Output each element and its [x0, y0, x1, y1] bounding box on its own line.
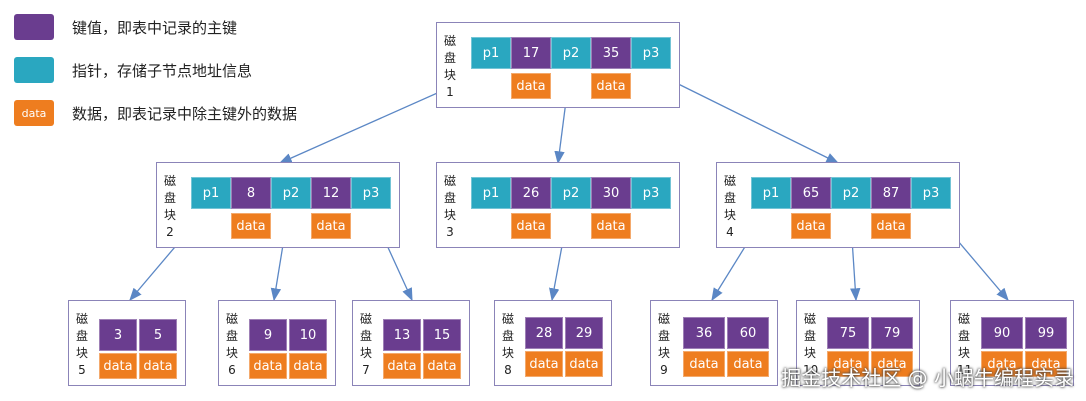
- data-cell: data: [591, 213, 631, 239]
- data-cell: data: [423, 353, 461, 379]
- disk-block-1: 磁盘块 1 p1 17 p2 35 p3 data data: [436, 22, 680, 108]
- disk-block-4: 磁盘块 4 p1 65 p2 87 p3 data data: [716, 162, 960, 248]
- data-cell: data: [683, 351, 725, 377]
- disk-label: 磁盘块 1: [443, 34, 456, 99]
- key-cell: 65: [791, 177, 831, 209]
- data-cell: data: [525, 351, 563, 377]
- disk-block-10: 磁盘块 10 75 79 data data: [796, 300, 920, 386]
- disk-label: 磁盘块 8: [501, 312, 514, 377]
- legend-data: data 数据，即表记录中除主键外的数据: [14, 100, 297, 126]
- key-cell: 5: [139, 319, 177, 351]
- arrow-n1-p3: [649, 69, 840, 164]
- data-cell: data: [565, 351, 603, 377]
- watermark: 掘金技术社区 @ 小蜗牛编程实录: [781, 366, 1074, 390]
- disk-block-11: 磁盘块 11 90 99 data data: [950, 300, 1074, 386]
- data-cell: data: [727, 351, 769, 377]
- pointer-p2: p2: [831, 177, 871, 209]
- key-cell: 75: [827, 317, 869, 349]
- data-cell: data: [511, 73, 551, 99]
- disk-label: 磁盘块 4: [723, 174, 736, 239]
- pointer-p1: p1: [191, 177, 231, 209]
- data-cell: data: [511, 213, 551, 239]
- data-cell: data: [139, 353, 177, 379]
- key-cell: 90: [981, 317, 1023, 349]
- key-cell: 10: [289, 319, 327, 351]
- data-cell: data: [99, 353, 137, 379]
- disk-label: 磁盘块 5: [75, 312, 88, 377]
- pointer-p3: p3: [631, 37, 671, 69]
- disk-label: 磁盘块 11: [957, 312, 973, 377]
- disk-block-8: 磁盘块 8 28 29 data data: [494, 300, 612, 386]
- legend-key: 键值，即表中记录的主键: [14, 14, 237, 40]
- legend-data-swatch: data: [14, 100, 54, 126]
- disk-label: 磁盘块 2: [163, 174, 176, 239]
- key-cell: 30: [591, 177, 631, 209]
- key-cell: 3: [99, 319, 137, 351]
- data-cell: data: [871, 213, 911, 239]
- legend-pointer: 指针，存储子节点地址信息: [14, 57, 252, 83]
- legend-pointer-text: 指针，存储子节点地址信息: [72, 61, 253, 80]
- legend-key-text: 键值，即表中记录的主键: [72, 18, 238, 37]
- disk-block-6: 磁盘块 6 9 10 data data: [218, 300, 336, 386]
- key-cell: 35: [591, 37, 631, 69]
- data-cell: data: [311, 213, 351, 239]
- data-cell: data: [827, 351, 869, 377]
- key-cell: 26: [511, 177, 551, 209]
- pointer-p3: p3: [911, 177, 951, 209]
- disk-block-2: 磁盘块 2 p1 8 p2 12 p3 data data: [156, 162, 400, 248]
- pointer-p1: p1: [471, 177, 511, 209]
- legend-pointer-swatch: [14, 57, 54, 83]
- key-cell: 28: [525, 317, 563, 349]
- pointer-p2: p2: [551, 177, 591, 209]
- pointer-p1: p1: [471, 37, 511, 69]
- pointer-p2: p2: [551, 37, 591, 69]
- key-cell: 15: [423, 319, 461, 351]
- key-cell: 79: [871, 317, 913, 349]
- data-cell: data: [231, 213, 271, 239]
- legend-key-swatch: [14, 14, 54, 40]
- legend-data-text: 数据，即表记录中除主键外的数据: [72, 104, 298, 123]
- pointer-p2: p2: [271, 177, 311, 209]
- key-cell: 60: [727, 317, 769, 349]
- disk-block-9: 磁盘块 9 36 60 data data: [650, 300, 778, 386]
- key-cell: 99: [1025, 317, 1067, 349]
- data-cell: data: [383, 353, 421, 379]
- pointer-p3: p3: [631, 177, 671, 209]
- disk-label: 磁盘块 10: [803, 312, 819, 377]
- data-cell: data: [249, 353, 287, 379]
- disk-label: 磁盘块 9: [657, 312, 670, 377]
- data-cell: data: [871, 351, 913, 377]
- data-cell: data: [591, 73, 631, 99]
- key-cell: 29: [565, 317, 603, 349]
- data-cell: data: [289, 353, 327, 379]
- key-cell: 13: [383, 319, 421, 351]
- pointer-p3: p3: [351, 177, 391, 209]
- key-cell: 9: [249, 319, 287, 351]
- key-cell: 87: [871, 177, 911, 209]
- key-cell: 8: [231, 177, 271, 209]
- disk-label: 磁盘块 6: [225, 312, 238, 377]
- data-cell: data: [791, 213, 831, 239]
- disk-block-3: 磁盘块 3 p1 26 p2 30 p3 data data: [436, 162, 680, 248]
- key-cell: 12: [311, 177, 351, 209]
- key-cell: 17: [511, 37, 551, 69]
- disk-label: 磁盘块 7: [359, 312, 372, 377]
- key-cell: 36: [683, 317, 725, 349]
- disk-block-5: 磁盘块 5 3 5 data data: [68, 300, 186, 386]
- data-cell: data: [981, 351, 1023, 377]
- pointer-p1: p1: [751, 177, 791, 209]
- data-cell: data: [1025, 351, 1067, 377]
- disk-label: 磁盘块 3: [443, 174, 456, 239]
- disk-block-7: 磁盘块 7 13 15 data data: [352, 300, 470, 386]
